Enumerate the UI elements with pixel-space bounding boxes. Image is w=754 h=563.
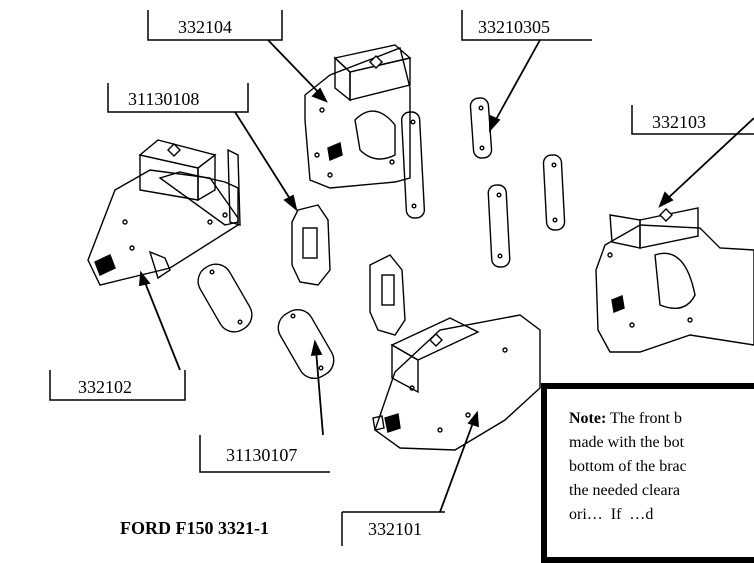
note-line-3: bottom of the brac: [569, 458, 687, 475]
exploded-parts-diagram: [49, 10, 754, 546]
part-332103: [595, 207, 754, 353]
label-33210305: 33210305: [478, 17, 550, 37]
leader-lines: [139, 39, 754, 513]
note-line-4: the needed cleara: [569, 482, 681, 499]
label-frames: [49, 10, 754, 546]
label-31130108: 31130108: [128, 89, 200, 109]
label-332104: 332104: [178, 17, 232, 37]
part-332101: [372, 314, 541, 451]
part-31130108: [291, 204, 406, 336]
label-31130107: 31130107: [226, 445, 298, 465]
note-line-1: The front b: [606, 410, 682, 427]
label-332101: 332101: [368, 519, 422, 539]
label-332102: 332102: [78, 377, 132, 397]
note-heading: Note:: [569, 410, 607, 427]
flat-plates: [400, 97, 566, 268]
oval-plates: [197, 263, 335, 380]
part-332104: [304, 44, 412, 189]
note-line-2: made with the bot: [569, 434, 685, 451]
note-text: Note: The front b made with the bot bott…: [569, 407, 754, 527]
part-332102: [87, 139, 241, 286]
label-332103: 332103: [652, 112, 706, 132]
diagram-title: FORD F150 3321-1: [120, 518, 269, 538]
note-line-5: ori… If …d: [569, 506, 654, 523]
note-box: Note: The front b made with the bot bott…: [541, 383, 754, 563]
